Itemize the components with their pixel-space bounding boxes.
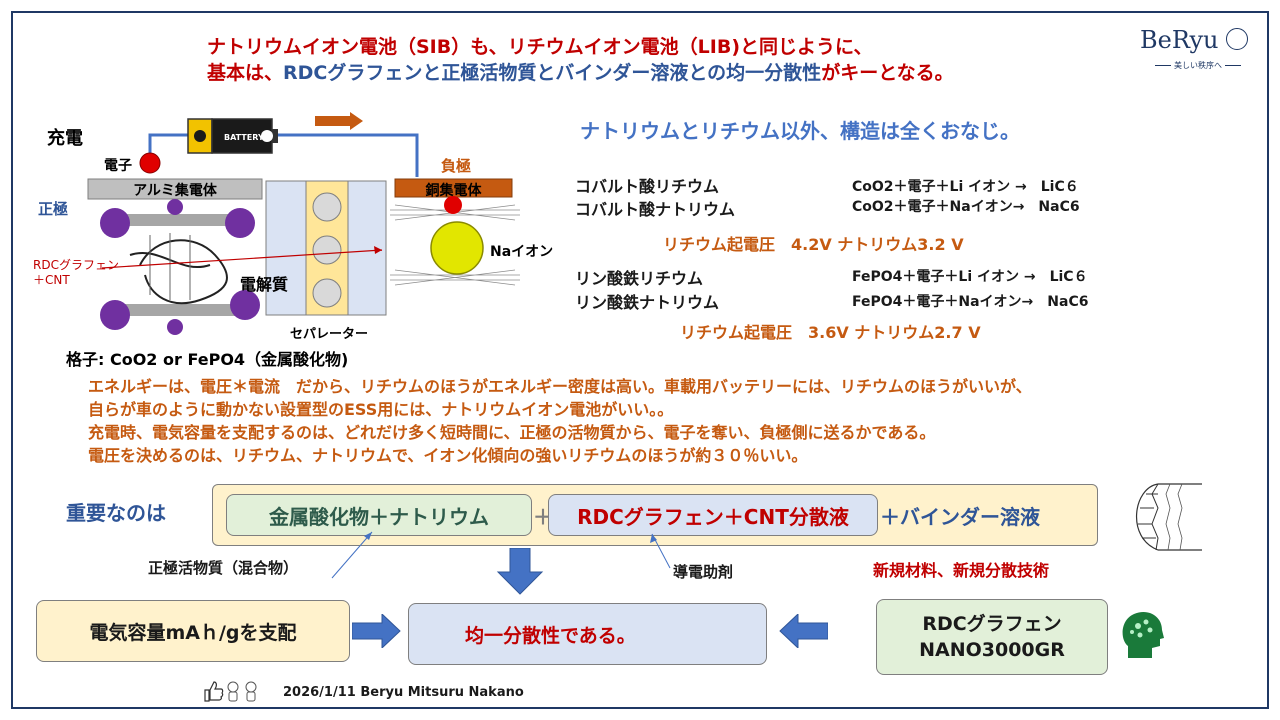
rdc-label: RDCグラフェン ＋CNT: [33, 258, 119, 288]
active-material-label: 正極活物質（混合物）: [148, 559, 299, 577]
wire-left: [148, 133, 190, 157]
wire-right: [275, 133, 419, 177]
structure-headline: ナトリウムとリチウム以外、構造は全くおなじ。: [580, 119, 1020, 143]
important-label: 重要なのは: [66, 501, 166, 525]
cobalt-li-name: コバルト酸リチウム: [575, 177, 720, 196]
footer-credit: 2026/1/11 Beryu Mitsuru Nakano: [283, 685, 524, 700]
na-ion-icon: [430, 221, 484, 275]
product-line-2: NANO3000GR: [919, 639, 1065, 661]
left-arrow-icon: [779, 614, 828, 648]
header-line-2: 基本は、RDCグラフェンと正極活物質とバインダー溶液との均一分散性がキーとなる。: [207, 58, 954, 85]
conductive-aid-label: 導電助剤: [673, 563, 734, 581]
thumbs-up-icon: [204, 681, 224, 702]
electrolyte-label: 電解質: [240, 275, 289, 294]
pointer-lines: [331, 531, 671, 579]
footer-icons: [204, 681, 257, 702]
logo-rule-left: [1155, 65, 1172, 66]
product-line-1: RDCグラフェン: [922, 613, 1062, 635]
explanation-4: 電圧を決めるのは、リチウム、ナトリウムで、イオン化傾向の強いリチウムのほうが約３…: [88, 446, 808, 465]
electron-icon: [139, 152, 161, 174]
battery-label: BATTERY: [224, 133, 264, 142]
lattice-model: [100, 199, 260, 335]
logo-circle-icon: [1225, 28, 1248, 50]
header-line-2c: がキーとなる。: [821, 62, 954, 84]
battery-diagram: BATTERY: [87, 112, 520, 335]
positive-label: 正極: [38, 200, 69, 218]
header-line-2a: 基本は、: [207, 62, 284, 84]
mascot-icon-2: [245, 681, 257, 702]
separator-label: セパレーター: [290, 327, 369, 342]
active-material-pointer-head: [364, 532, 372, 540]
separator-pore-2: [312, 235, 342, 265]
mascot-icon: [227, 681, 239, 702]
product-box: RDCグラフェン NANO3000GR: [876, 599, 1108, 675]
na-ion-label: Naイオン: [490, 244, 554, 260]
logo-tagline: 美しい秩序へ: [1174, 61, 1222, 70]
nanotube-icon: [1135, 483, 1202, 551]
explanation-1: エネルギーは、電圧＊電流 だから、リチウムのほうがエネルギー密度は高い。車載用バ…: [88, 377, 1032, 396]
separator-pore-3: [312, 278, 342, 308]
iron-na-equation: FePO4＋電子＋Naイオン→ NaC6: [852, 294, 1089, 310]
logo-tagline-wrap: 美しい秩序へ: [1148, 60, 1248, 71]
binder-text: ＋バインダー溶液: [880, 505, 1040, 529]
iron-na-name: リン酸鉄ナトリウム: [575, 293, 720, 312]
explanation-3: 充電時、電気容量を支配するのは、どれだけ多く短時間に、正極の活物質から、電子を奪…: [88, 423, 936, 442]
head-icon: [1122, 611, 1164, 658]
logo-rule-right: [1224, 65, 1241, 66]
logo-text: BeRyu: [1140, 26, 1219, 54]
new-tech-label: 新規材料、新規分散技術: [873, 561, 1050, 580]
header-line-1: ナトリウムイオン電池（SIB）も、リチウムイオン電池（LIB)と同じように、: [207, 36, 873, 58]
active-material-pointer: [331, 531, 373, 579]
negative-label: 負極: [441, 157, 472, 175]
separator-pore-1: [312, 192, 342, 222]
voltage-iron: リチウム起電圧 3.6V ナトリウム2.7 V: [680, 323, 981, 342]
iron-li-equation: FePO4＋電子＋Li イオン → LiC６: [852, 269, 1088, 285]
conductive-aid-pointer-head: [650, 534, 657, 543]
rdc-pointer-arrowhead: [374, 246, 382, 254]
rdc-label-line-2: ＋CNT: [33, 273, 70, 287]
lattice-label: 格子: CoO2 or FePO4（金属酸化物): [66, 350, 349, 369]
right-arrow-icon: [352, 614, 401, 648]
uniform-dispersion-box: 均一分散性である。: [408, 603, 767, 665]
rdc-label-line-1: RDCグラフェン: [33, 258, 119, 272]
aluminum-collector-label: アルミ集電体: [133, 183, 217, 199]
cobalt-na-equation: CoO2＋電子＋Naイオン→ NaC6: [852, 199, 1080, 215]
rdc-pointer-line: [101, 249, 383, 269]
charge-direction-arrow: [315, 112, 363, 130]
header-line-2b: RDCグラフェンと正極活物質とバインダー溶液との均一分散性: [283, 62, 822, 84]
metal-na-box: 金属酸化物＋ナトリウム: [226, 494, 532, 536]
cobalt-na-name: コバルト酸ナトリウム: [575, 200, 736, 219]
charge-label: 充電: [47, 128, 83, 149]
copper-collector-label: 銅集電体: [425, 183, 482, 199]
electron-label: 電子: [104, 158, 132, 174]
down-arrow-icon: [496, 548, 544, 595]
voltage-cobalt: リチウム起電圧 4.2V ナトリウム3.2 V: [663, 235, 964, 254]
capacity-box: 電気容量mAｈ/gを支配: [36, 600, 350, 662]
rdc-cnt-box: RDCグラフェン＋CNT分散液: [548, 494, 878, 536]
battery-icon: [187, 118, 278, 154]
slide-frame: [11, 11, 1269, 709]
iron-li-name: リン酸鉄リチウム: [575, 269, 704, 288]
beryu-logo: BeRyu 美しい秩序へ: [1140, 26, 1250, 72]
explanation-2: 自らが車のように動かない設置型のESS用には、ナトリウムイオン電池がいい。。: [88, 400, 674, 419]
electron-anode-icon: [444, 196, 462, 214]
cobalt-li-equation: CoO2＋電子＋Li イオン → LiC６: [852, 179, 1079, 195]
